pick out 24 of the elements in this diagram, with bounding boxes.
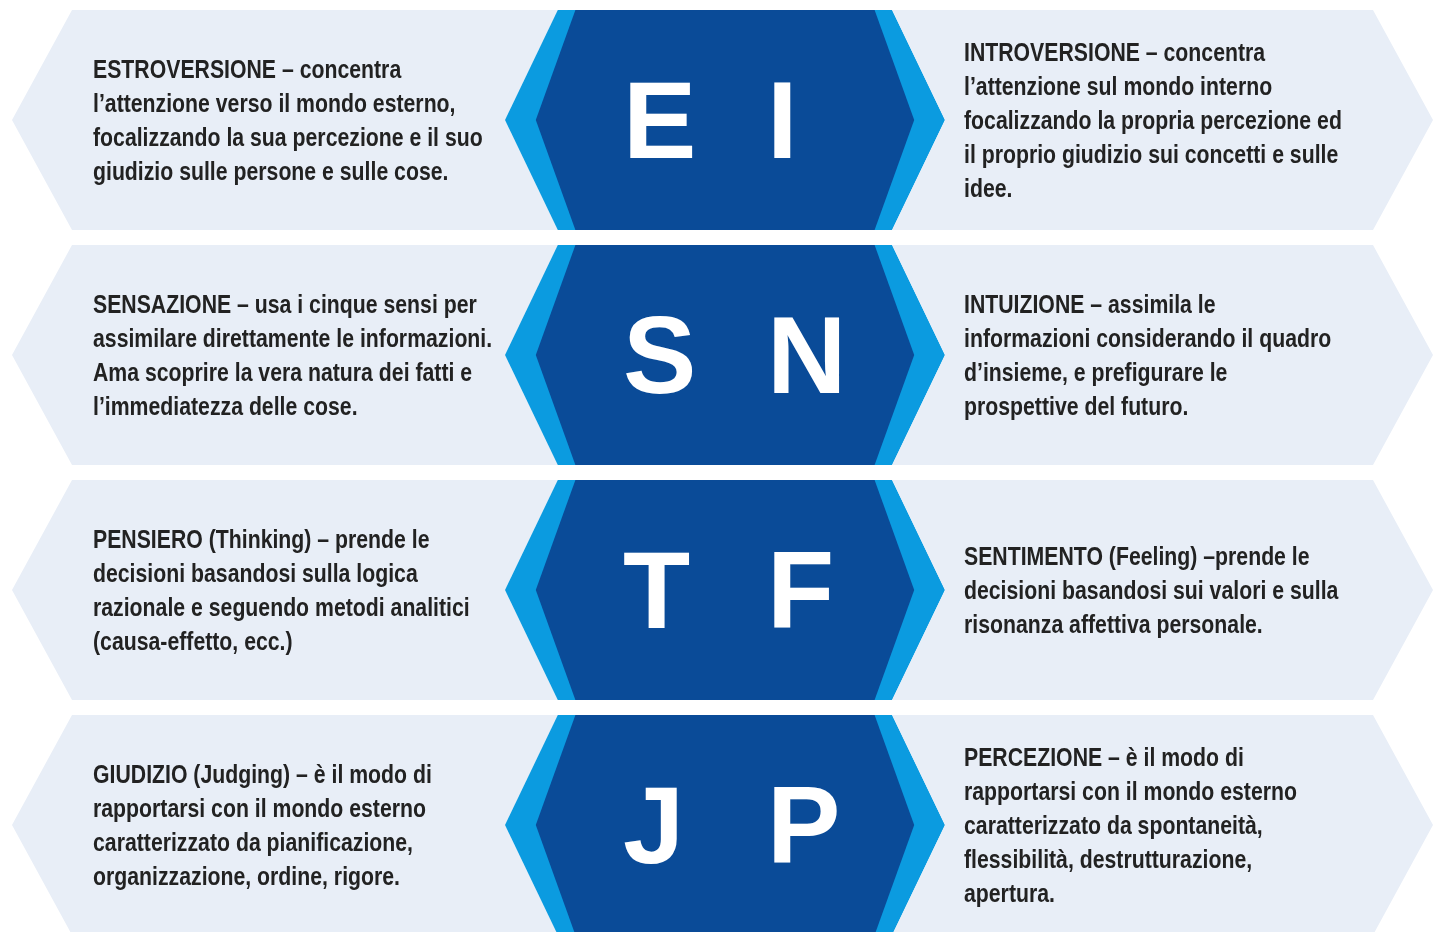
type-letter: J xyxy=(623,765,685,885)
trait-description: SENTIMENTO (Feeling) –prende le decisioni basandosi sui valori e sulla risonanza affettiva personale. xyxy=(964,541,1340,640)
trait-band xyxy=(892,715,1433,932)
trait-band xyxy=(12,715,558,932)
trait-band xyxy=(12,10,558,230)
trait-description: PENSIERO (Thinking) – prende le decisioni basandosi sulla logica razionale e seguendo metodi analitici (causa-effetto, ecc.) xyxy=(93,524,471,657)
type-letter: I xyxy=(767,60,798,180)
trait-description: INTUIZIONE – assimila le informazioni considerando il quadro d’insieme, e prefigurare le prospettive del futuro. xyxy=(964,289,1333,422)
type-letter: N xyxy=(767,295,847,415)
type-letter: F xyxy=(767,530,835,650)
type-letter: S xyxy=(623,295,697,415)
trait-band xyxy=(892,10,1433,230)
trait-description: SENSAZIONE – usa i cinque sensi per assimilare direttamente le informazioni. Ama scoprire la vera natura dei fatti e l’immediatezza delle cose. xyxy=(93,289,493,422)
trait-band xyxy=(12,245,558,465)
type-letter: P xyxy=(767,765,841,885)
trait-band xyxy=(892,480,1433,700)
trait-description: PERCEZIONE – è il modo di rapportarsi con il mondo esterno caratterizzato da spontaneità, flessibilità, destrutturazione, apertura. xyxy=(964,742,1298,909)
trait-band xyxy=(892,245,1433,465)
type-letter: E xyxy=(623,60,697,180)
trait-band xyxy=(12,480,558,700)
trait-description: GIUDIZIO (Judging) – è il modo di rapportarsi con il mondo esterno caratterizzato da pianificazione, organizzazione, ordine, rigore. xyxy=(93,759,433,892)
trait-description: ESTROVERSIONE – concentra l’attenzione verso il mondo esterno, focalizzando la sua percezione e il suo giudizio sulle persone e sulle cose. xyxy=(93,54,484,187)
trait-description: INTROVERSIONE – concentra l’attenzione sul mondo interno focalizzando la propria percezione ed il proprio giudizio sui concetti e sulle idee. xyxy=(964,37,1343,204)
type-letter: T xyxy=(623,530,691,650)
